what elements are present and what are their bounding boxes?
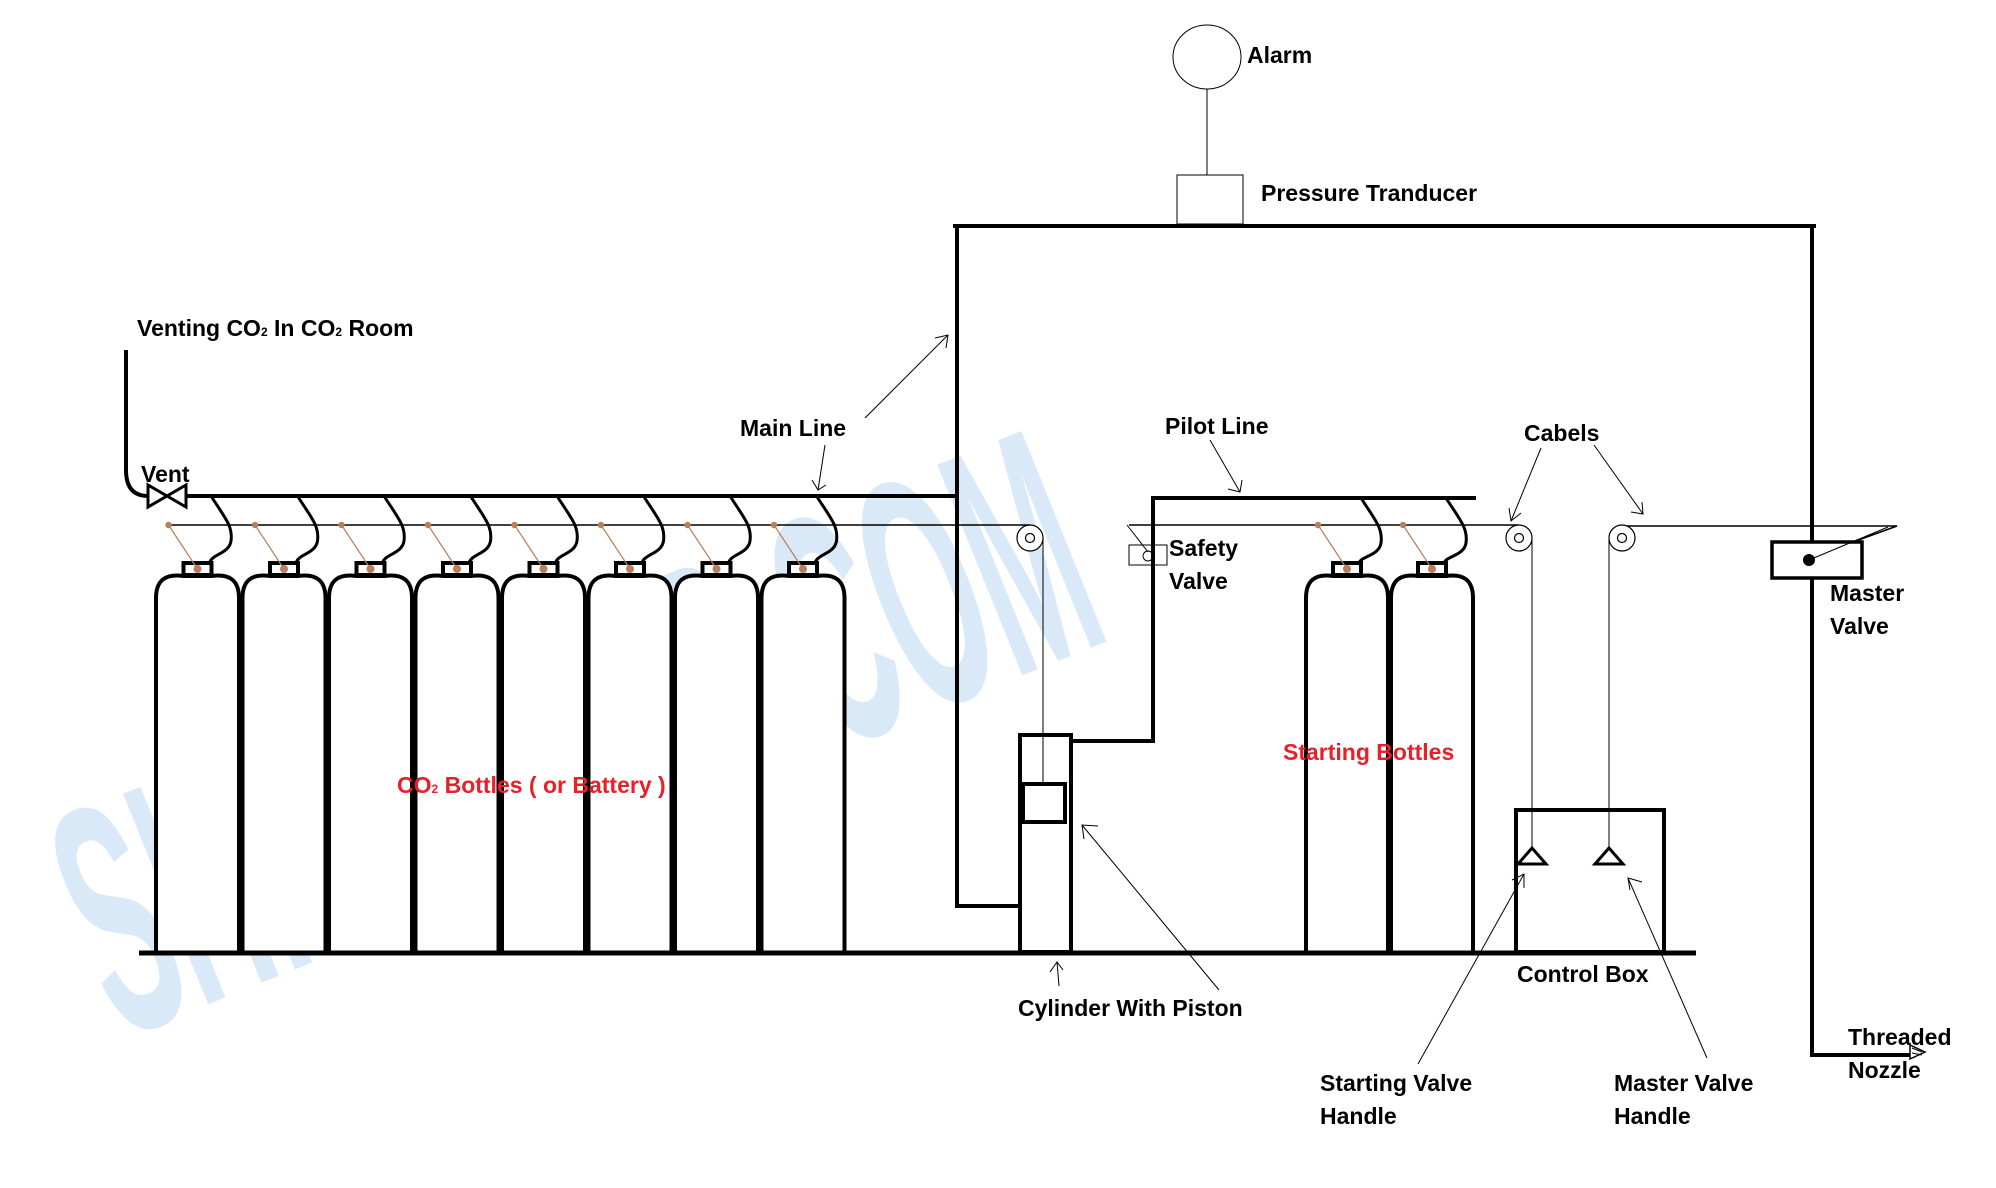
flexible-hose [208, 495, 233, 564]
valve-actuator [193, 565, 202, 573]
pilot-line-arrow [1209, 439, 1243, 493]
safety-valve-icon [1126, 524, 1168, 566]
valve-actuator [799, 565, 807, 573]
flexible-hose [381, 495, 406, 564]
flexible-hose [727, 495, 752, 564]
bottle-body [240, 573, 328, 951]
cables-label: Cabels [1524, 420, 1599, 446]
valve-actuator [453, 565, 461, 573]
co2-bottle [759, 495, 847, 951]
flexible-hose [1442, 497, 1468, 564]
co2-bottle [327, 495, 414, 951]
bottle-body [413, 573, 501, 951]
flexible-hose [1357, 497, 1383, 564]
safety-valve-label-line2: Valve [1169, 568, 1228, 594]
threaded-nozzle-icon [1909, 1043, 1927, 1061]
bottle-body [759, 573, 847, 951]
bottle-body [327, 573, 414, 951]
pilot-line-label: Pilot Line [1165, 413, 1269, 439]
starting-valve-handle-label-line2: Handle [1320, 1103, 1397, 1129]
valve-actuator [280, 565, 288, 573]
valve-actuator [1428, 565, 1436, 573]
pressure-transducer-label: Pressure Tranducer [1261, 180, 1477, 206]
flexible-hose [554, 495, 579, 564]
trigger-link [686, 524, 718, 570]
master-valve-label-line1: Master [1830, 580, 1904, 606]
valve-actuator [1343, 565, 1351, 573]
co2-bottle [154, 495, 241, 951]
bottle-body [586, 573, 674, 951]
co2-bottle [673, 495, 760, 951]
flexible-hose [294, 495, 320, 564]
co2-bottle [500, 495, 587, 951]
cylinder-with-piston-label: Cylinder With Piston [1018, 995, 1243, 1021]
main-line-label: Main Line [740, 415, 846, 441]
flexible-hose [640, 495, 666, 564]
threaded-nozzle-label-line1: Threaded [1848, 1024, 1952, 1050]
venting-label: Venting CO2 In CO2 Room [137, 315, 414, 341]
bottle-body [500, 573, 587, 951]
vent-pipe [124, 350, 149, 498]
cylinder-arrows [1049, 824, 1220, 991]
pulley-icon [1016, 524, 1044, 552]
trigger-link [427, 524, 458, 570]
starting-valve-handle-icon [1514, 538, 1550, 866]
flexible-hose [467, 495, 493, 564]
pressure-transducer-box [1176, 174, 1244, 225]
valve-actuator [626, 565, 634, 573]
pulleys [1016, 524, 1636, 552]
pilot-line-pipe [1070, 496, 1476, 743]
master-valve-label-line2: Valve [1830, 613, 1889, 639]
vent-valve-icon [146, 482, 188, 510]
co2-bottle [240, 495, 328, 951]
bottle-body [154, 573, 241, 951]
master-valve-handle-icon [1591, 538, 1627, 866]
co2-bottle [586, 495, 674, 951]
starting-bottle-bank [1304, 497, 1475, 951]
threaded-nozzle-label-line2: Nozzle [1848, 1057, 1921, 1083]
pulley-icon [1608, 524, 1636, 552]
trigger-link [1317, 524, 1348, 570]
control-box [1514, 808, 1666, 954]
trigger-link [254, 524, 285, 570]
trigger-link [600, 524, 631, 570]
starting-bottle [1389, 497, 1475, 951]
main-line-arrows [811, 334, 949, 491]
alarm-label: Alarm [1247, 42, 1312, 68]
co2-bottle-bank [154, 495, 847, 951]
safety-valve-label-line1: Safety [1169, 535, 1238, 561]
alarm-icon [1172, 24, 1242, 90]
starting-bottle [1304, 497, 1390, 951]
master-valve-handle-label-line2: Handle [1614, 1103, 1691, 1129]
starting-bottles-label: Starting Bottles [1283, 739, 1454, 765]
trigger-link [513, 524, 545, 570]
trigger-link [167, 524, 199, 570]
control-box-label: Control Box [1517, 961, 1649, 987]
handle-arrows [1417, 873, 1708, 1065]
flexible-hose [813, 495, 839, 564]
valve-actuator [539, 565, 548, 573]
co2-bottles-label: CO2 Bottles ( or Battery ) [397, 772, 666, 798]
trigger-link [773, 524, 804, 570]
trigger-link [1402, 524, 1433, 570]
co2-bottle [413, 495, 501, 951]
pulley-icon [1505, 524, 1533, 552]
cables-arrows [1508, 444, 1644, 522]
main-line-piping [186, 224, 1910, 1057]
bottle-body [673, 573, 760, 951]
trigger-link [340, 524, 372, 570]
master-valve-handle-label-line1: Master Valve [1614, 1070, 1753, 1096]
vent-label: Vent [141, 461, 190, 487]
starting-valve-handle-label-line1: Starting Valve [1320, 1070, 1472, 1096]
master-valve-icon [1770, 526, 1889, 580]
valve-actuator [366, 565, 375, 573]
valve-actuator [712, 565, 721, 573]
